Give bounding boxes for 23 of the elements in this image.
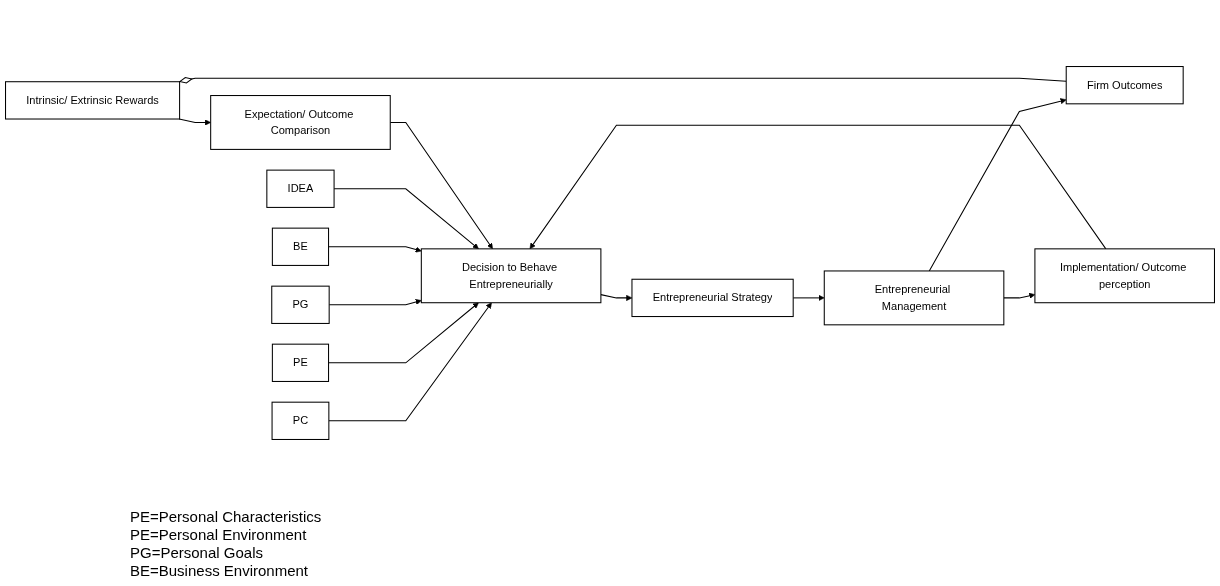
arrow <box>328 302 479 364</box>
node-box: Intrinsic/ Extrinsic Rewards <box>5 81 181 120</box>
node-box: BE <box>271 227 330 266</box>
node-box: Expectation/ Outcome Comparison <box>210 95 391 150</box>
node-box: IDEA <box>266 169 335 208</box>
node-box: PC <box>271 401 330 440</box>
abbreviation-note: PE=Personal Environment <box>130 526 307 544</box>
node-box: Implementation/ Outcome perception <box>1034 248 1215 304</box>
abbreviation-note: BE=Business Environment <box>130 562 308 580</box>
node-box: Firm Outcomes <box>1065 66 1184 105</box>
arrow <box>328 302 492 422</box>
abbreviation-note: PE=Personal Characteristics <box>130 508 322 526</box>
arrow <box>529 124 1107 250</box>
abbreviation-note: PG=Personal Goals <box>130 544 263 562</box>
arrow <box>178 118 211 126</box>
arrow <box>328 246 422 253</box>
node-box: Entrepreneurial Strategy <box>631 278 794 318</box>
node-box: Entrepreneurial Management <box>823 270 1005 326</box>
node-box: Decision to Behave Entrepreneurially <box>420 248 602 304</box>
arrow <box>928 98 1067 272</box>
node-box: PE <box>271 343 330 382</box>
node-box: PG <box>271 285 330 324</box>
connector <box>178 77 1067 84</box>
